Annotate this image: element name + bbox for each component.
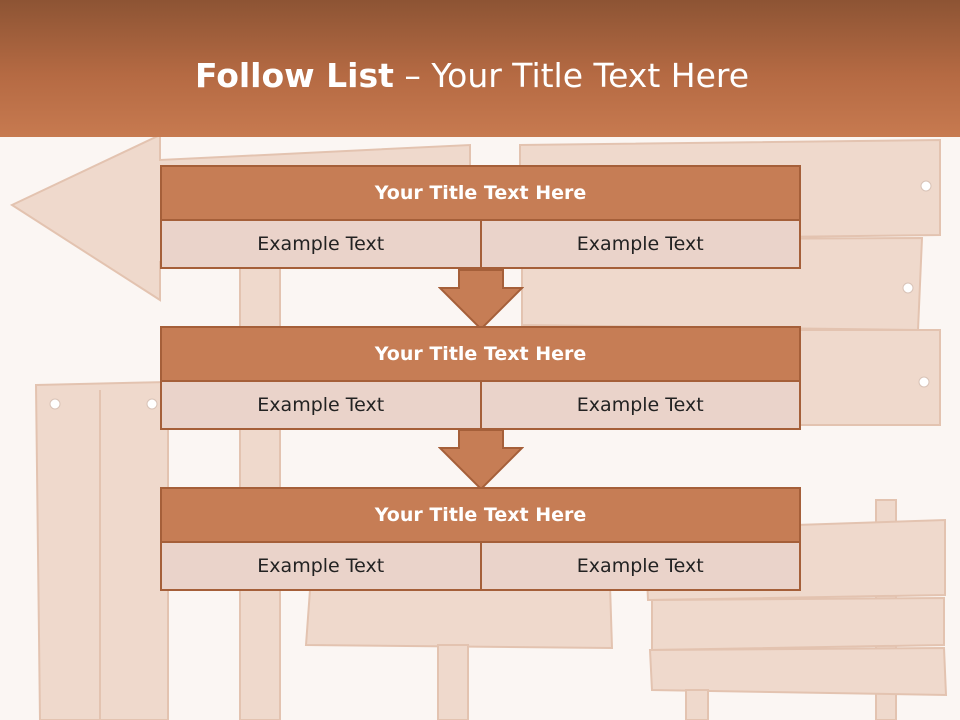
down-arrow-icon: [438, 429, 524, 491]
block-row: Example Text Example Text: [160, 219, 801, 269]
block-row: Example Text Example Text: [160, 541, 801, 591]
block-cell-left: Example Text: [160, 541, 482, 591]
block-title: Your Title Text Here: [160, 326, 801, 382]
block-cell-left: Example Text: [160, 380, 482, 430]
block-cell-right: Example Text: [479, 541, 801, 591]
slide-title-bold: Follow List: [194, 56, 394, 95]
slide-header: Follow List – Your Title Text Here: [0, 0, 960, 137]
slide-title: Follow List – Your Title Text Here: [0, 52, 944, 100]
block-title: Your Title Text Here: [160, 165, 801, 221]
flow-block-3: Your Title Text Here Example Text Exampl…: [160, 487, 801, 591]
flow-block-1: Your Title Text Here Example Text Exampl…: [160, 165, 801, 269]
slide-title-rest: – Your Title Text Here: [393, 56, 750, 95]
block-row: Example Text Example Text: [160, 380, 801, 430]
block-cell-right: Example Text: [479, 380, 801, 430]
block-cell-right: Example Text: [479, 219, 801, 269]
flow-block-2: Your Title Text Here Example Text Exampl…: [160, 326, 801, 430]
block-cell-left: Example Text: [160, 219, 482, 269]
down-arrow-icon: [438, 269, 524, 331]
block-title: Your Title Text Here: [160, 487, 801, 543]
